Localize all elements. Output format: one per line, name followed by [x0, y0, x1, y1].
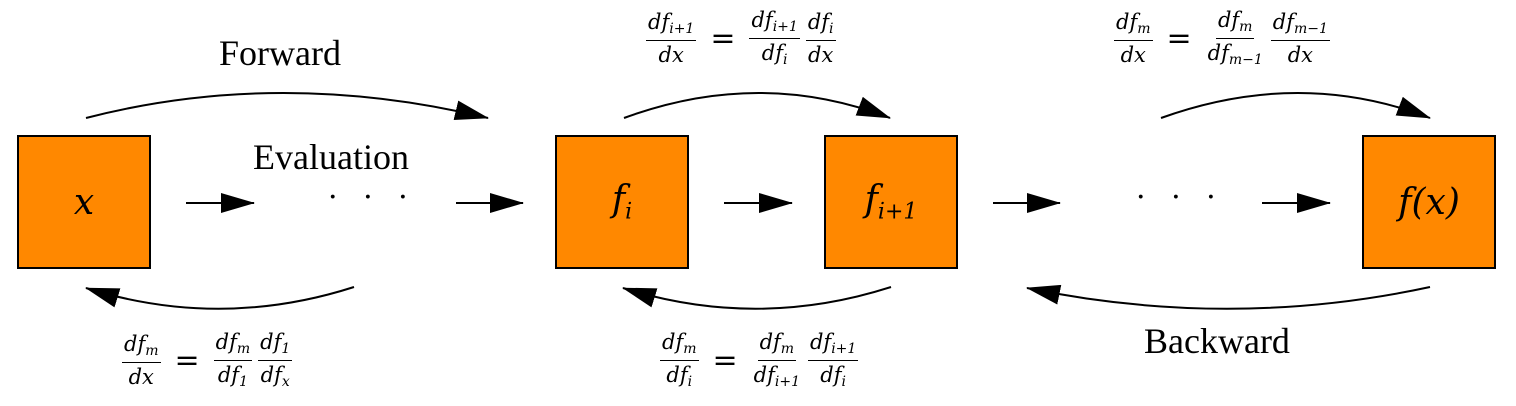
- eq-bi-rhs1: dfm dfi+1: [753, 330, 800, 391]
- arrow-backward-long: [1026, 284, 1431, 310]
- eq-fi-equals: =: [710, 20, 736, 56]
- equation-backward-x: dfm dx = dfm df1 df1 dfx: [122, 330, 293, 391]
- eq-bx-equals: =: [174, 342, 200, 378]
- label-evaluation: Evaluation: [253, 137, 409, 177]
- ellipsis-right: · · ·: [1136, 180, 1224, 215]
- equation-backward-i: dfm dfi = dfm dfi+1 dfi+1 dfi: [660, 330, 859, 391]
- eq-fm-rhs1: dfm dfm−1: [1207, 8, 1263, 69]
- node-fx: f(x): [1362, 135, 1496, 269]
- label-forward: Forward: [219, 33, 341, 73]
- eq-bx-rhs1: dfm df1: [213, 330, 253, 391]
- node-fi-label: fi: [612, 179, 632, 225]
- node-x-label: x: [73, 181, 95, 223]
- eq-bi-lhs: dfm dfi: [660, 330, 699, 391]
- ellipsis-left: · · ·: [328, 180, 416, 215]
- arrow-forward-m: [1160, 92, 1431, 119]
- eq-bx-lhs: dfm dx: [122, 331, 161, 389]
- node-fi1-sub: i+1: [877, 199, 918, 225]
- node-fi1-base: f: [864, 179, 878, 221]
- arrow-backward-fi: [622, 286, 892, 310]
- node-fi1: fi+1: [824, 135, 958, 269]
- eq-fm-equals: =: [1166, 20, 1192, 56]
- equation-forward-m: dfm dx = dfm dfm−1 dfm−1 dx: [1114, 8, 1330, 69]
- eq-bi-equals: =: [712, 342, 738, 378]
- node-x: x: [17, 135, 151, 269]
- eq-bx-rhs2: df1 dfx: [258, 330, 293, 391]
- eq-fm-rhs2: dfm−1 dx: [1270, 9, 1330, 67]
- equation-forward-i: dfi+1 dx = dfi+1 dfi dfi dx: [646, 8, 836, 69]
- arrow-forward-fi: [623, 92, 891, 119]
- eq-bi-rhs2: dfi+1 dfi: [807, 330, 859, 391]
- arrow-forward-x: [85, 92, 489, 121]
- node-fi-sub: i: [625, 199, 633, 225]
- node-fx-label: f(x): [1398, 181, 1460, 223]
- eq-fm-lhs: dfm dx: [1114, 9, 1153, 67]
- arrow-backward-x: [85, 286, 355, 310]
- eq-fi-rhs2: dfi dx: [805, 9, 836, 67]
- eq-fi-lhs: dfi+1 dx: [646, 9, 697, 67]
- node-fi: fi: [555, 135, 689, 269]
- label-backward: Backward: [1144, 321, 1290, 361]
- eq-fi-rhs1: dfi+1 dfi: [749, 8, 800, 69]
- node-fi1-label: fi+1: [865, 179, 918, 225]
- node-fi-base: f: [611, 179, 626, 221]
